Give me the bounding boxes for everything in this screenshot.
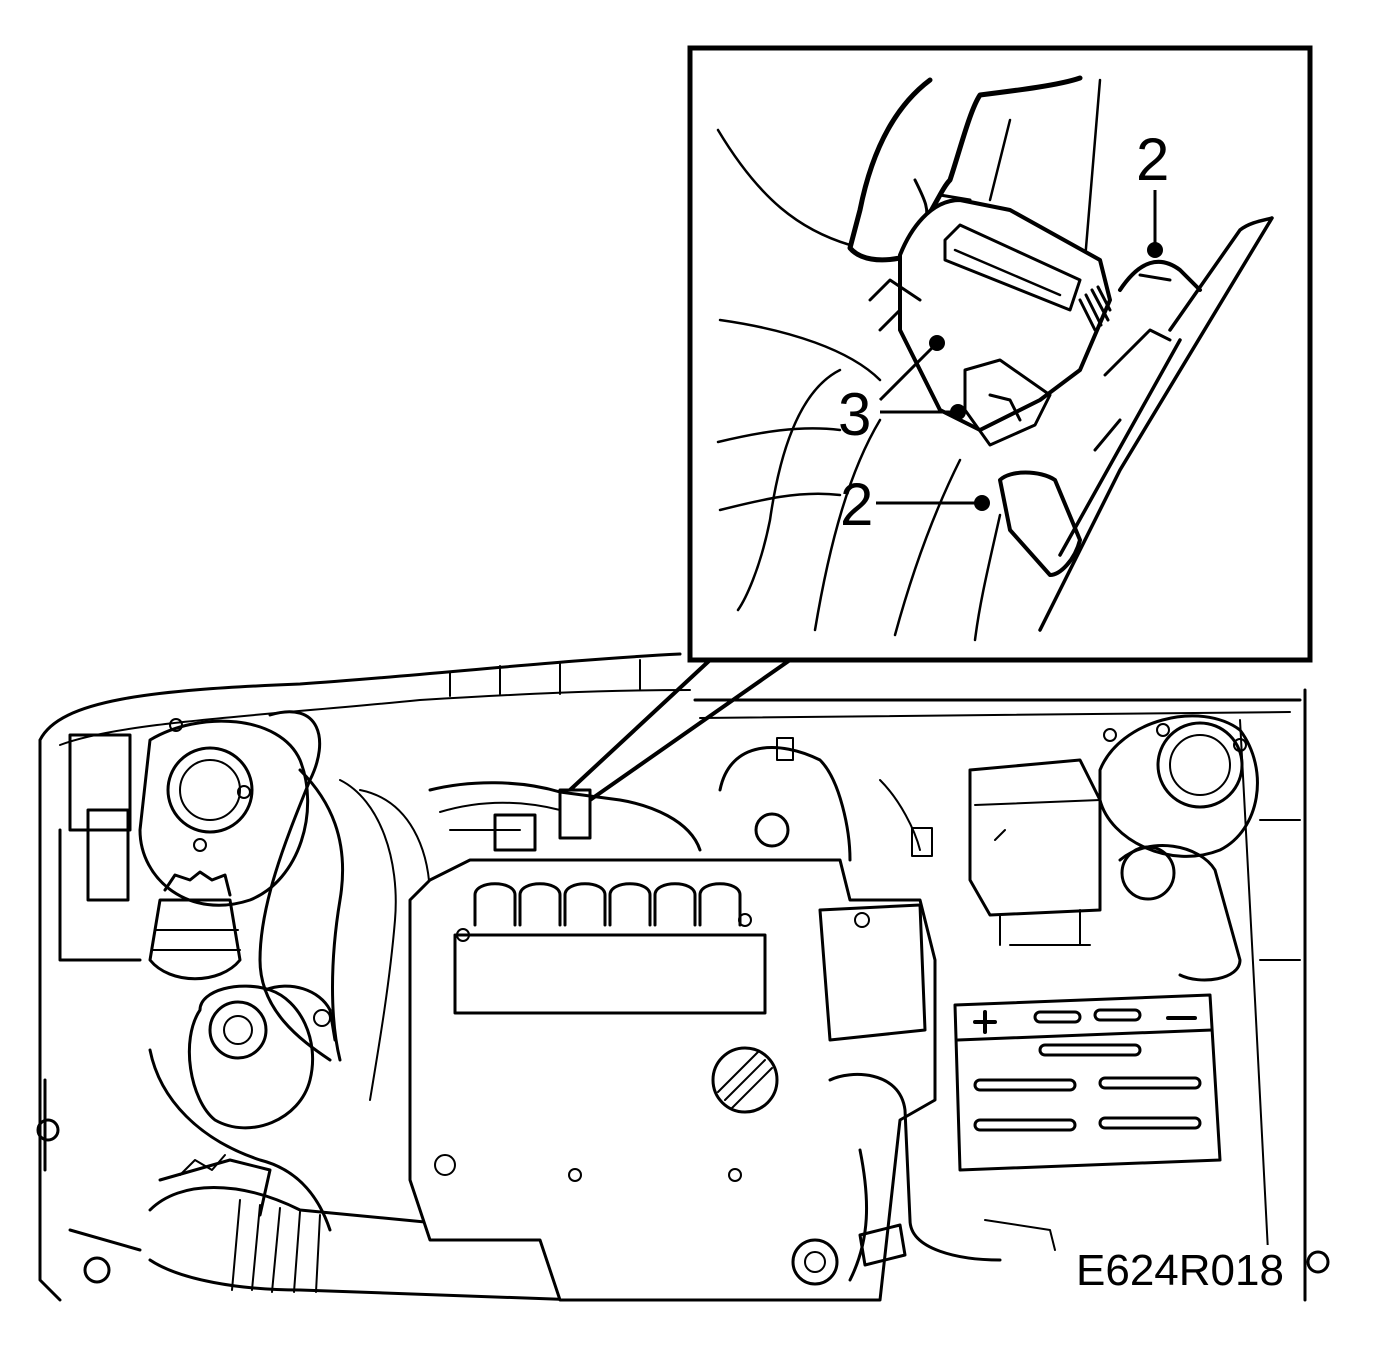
right-strut-tower (1098, 714, 1259, 858)
figure-code: E624R018 (1076, 1246, 1284, 1295)
fuse-box (968, 758, 1102, 946)
inset-pointer (568, 658, 792, 802)
power-steering-pump (187, 984, 337, 1130)
cowl-outline (38, 652, 1307, 1302)
hose-left-4 (339, 779, 397, 1101)
left-fender-hole (36, 1118, 60, 1142)
inset-connector (868, 198, 1202, 577)
cowl-inner-line (59, 689, 1291, 746)
left-fender-panel (43, 733, 142, 1252)
hose-left-1 (258, 710, 332, 1062)
right-frame-lines (1239, 719, 1301, 1291)
hose-left-3 (148, 1048, 332, 1232)
wiring-harness (428, 737, 933, 862)
battery-positive-sign (973, 1010, 997, 1034)
left-lower-hole (83, 1256, 111, 1284)
engine-cover (408, 858, 937, 1302)
oil-filler-cap (711, 1046, 779, 1114)
figure-code-backdrop (1074, 1245, 1288, 1295)
battery (953, 993, 1222, 1251)
engine-bay-illustration (36, 652, 1330, 1302)
left-strut-tower (138, 718, 310, 907)
callout-label-top: 2 (1136, 126, 1169, 193)
cowl-panel-ribs (449, 659, 641, 697)
callout-label-bottom: 2 (840, 471, 873, 538)
callout-label-middle: 3 (838, 381, 871, 448)
left-fender-tab (86, 808, 130, 902)
reservoir-cap-left (148, 870, 242, 981)
hose-left-2 (298, 768, 345, 1062)
detail-inset: 2 3 2 (687, 45, 1313, 663)
washer-reservoir-cap (1118, 844, 1242, 982)
right-lower-hole (1306, 1250, 1330, 1274)
callout-leaders (876, 190, 1163, 511)
inset-rail (1038, 216, 1274, 632)
coolant-hose (791, 1073, 1002, 1286)
